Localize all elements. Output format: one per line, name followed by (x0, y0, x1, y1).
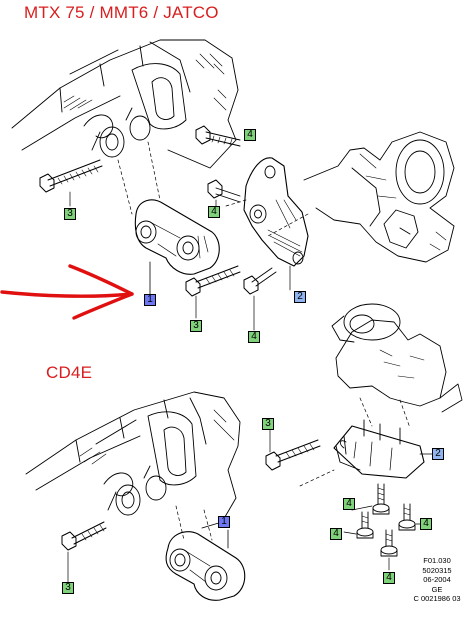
callout-part-4-top-upper: 4 (244, 129, 256, 141)
bottom-bracket (299, 419, 433, 487)
bottom-studs-4 (343, 483, 421, 571)
reference-line-3: 06-2004 (423, 575, 451, 585)
top-engine-side (267, 131, 455, 263)
reference-line-4: GE (431, 584, 443, 594)
callout-part-4-bottom-a: 4 (343, 498, 355, 510)
section-title-top: MTX 75 / MMT6 / JATCO (24, 3, 219, 22)
top-mount-rubber (134, 199, 220, 296)
reference-line-1: F01.030 (423, 556, 451, 565)
callout-part-1-bottom: 1 (218, 516, 230, 528)
reference-line-5: C 0021986 03 (413, 594, 461, 604)
callout-part-4-bottom-b: 4 (330, 528, 342, 540)
top-bolt-4-middle (207, 179, 241, 207)
section-title-bottom: CD4E (46, 363, 93, 382)
top-transmission-housing (11, 39, 239, 215)
top-bracket (225, 157, 309, 291)
top-bolt-3-center (185, 265, 241, 319)
red-pointer-arrow (0, 264, 134, 320)
top-bolt-3-left (39, 159, 103, 207)
callout-part-3-top-left: 3 (64, 208, 76, 220)
top-bolt-4-lower (243, 267, 277, 331)
bottom-engine-side (331, 303, 463, 429)
callout-part-4-top-middle: 4 (208, 206, 220, 218)
callout-part-2-top: 2 (294, 291, 306, 303)
bottom-bolt-3-lower (61, 521, 107, 583)
bottom-mount-rubber (165, 529, 246, 601)
top-bolt-4-upper (195, 125, 241, 147)
callout-part-3-bottom-upper: 3 (262, 418, 274, 430)
callout-part-3-top-center: 3 (190, 320, 202, 332)
callout-part-3-bottom-lower: 3 (62, 582, 74, 594)
callout-part-4-bottom-c: 4 (420, 518, 432, 530)
bottom-transmission-housing (25, 391, 241, 541)
callout-part-4-top-lower: 4 (248, 331, 260, 343)
drawing-reference: F01.030 5020315 06-2004 GE C 0021986 03 (404, 556, 470, 604)
callout-part-2-bottom: 2 (432, 448, 444, 460)
reference-line-2: 5020315 (422, 565, 452, 575)
callout-part-4-bottom-d: 4 (383, 572, 395, 584)
bottom-bolt-3-upper (265, 429, 321, 471)
callout-part-1-top: 1 (144, 294, 156, 306)
